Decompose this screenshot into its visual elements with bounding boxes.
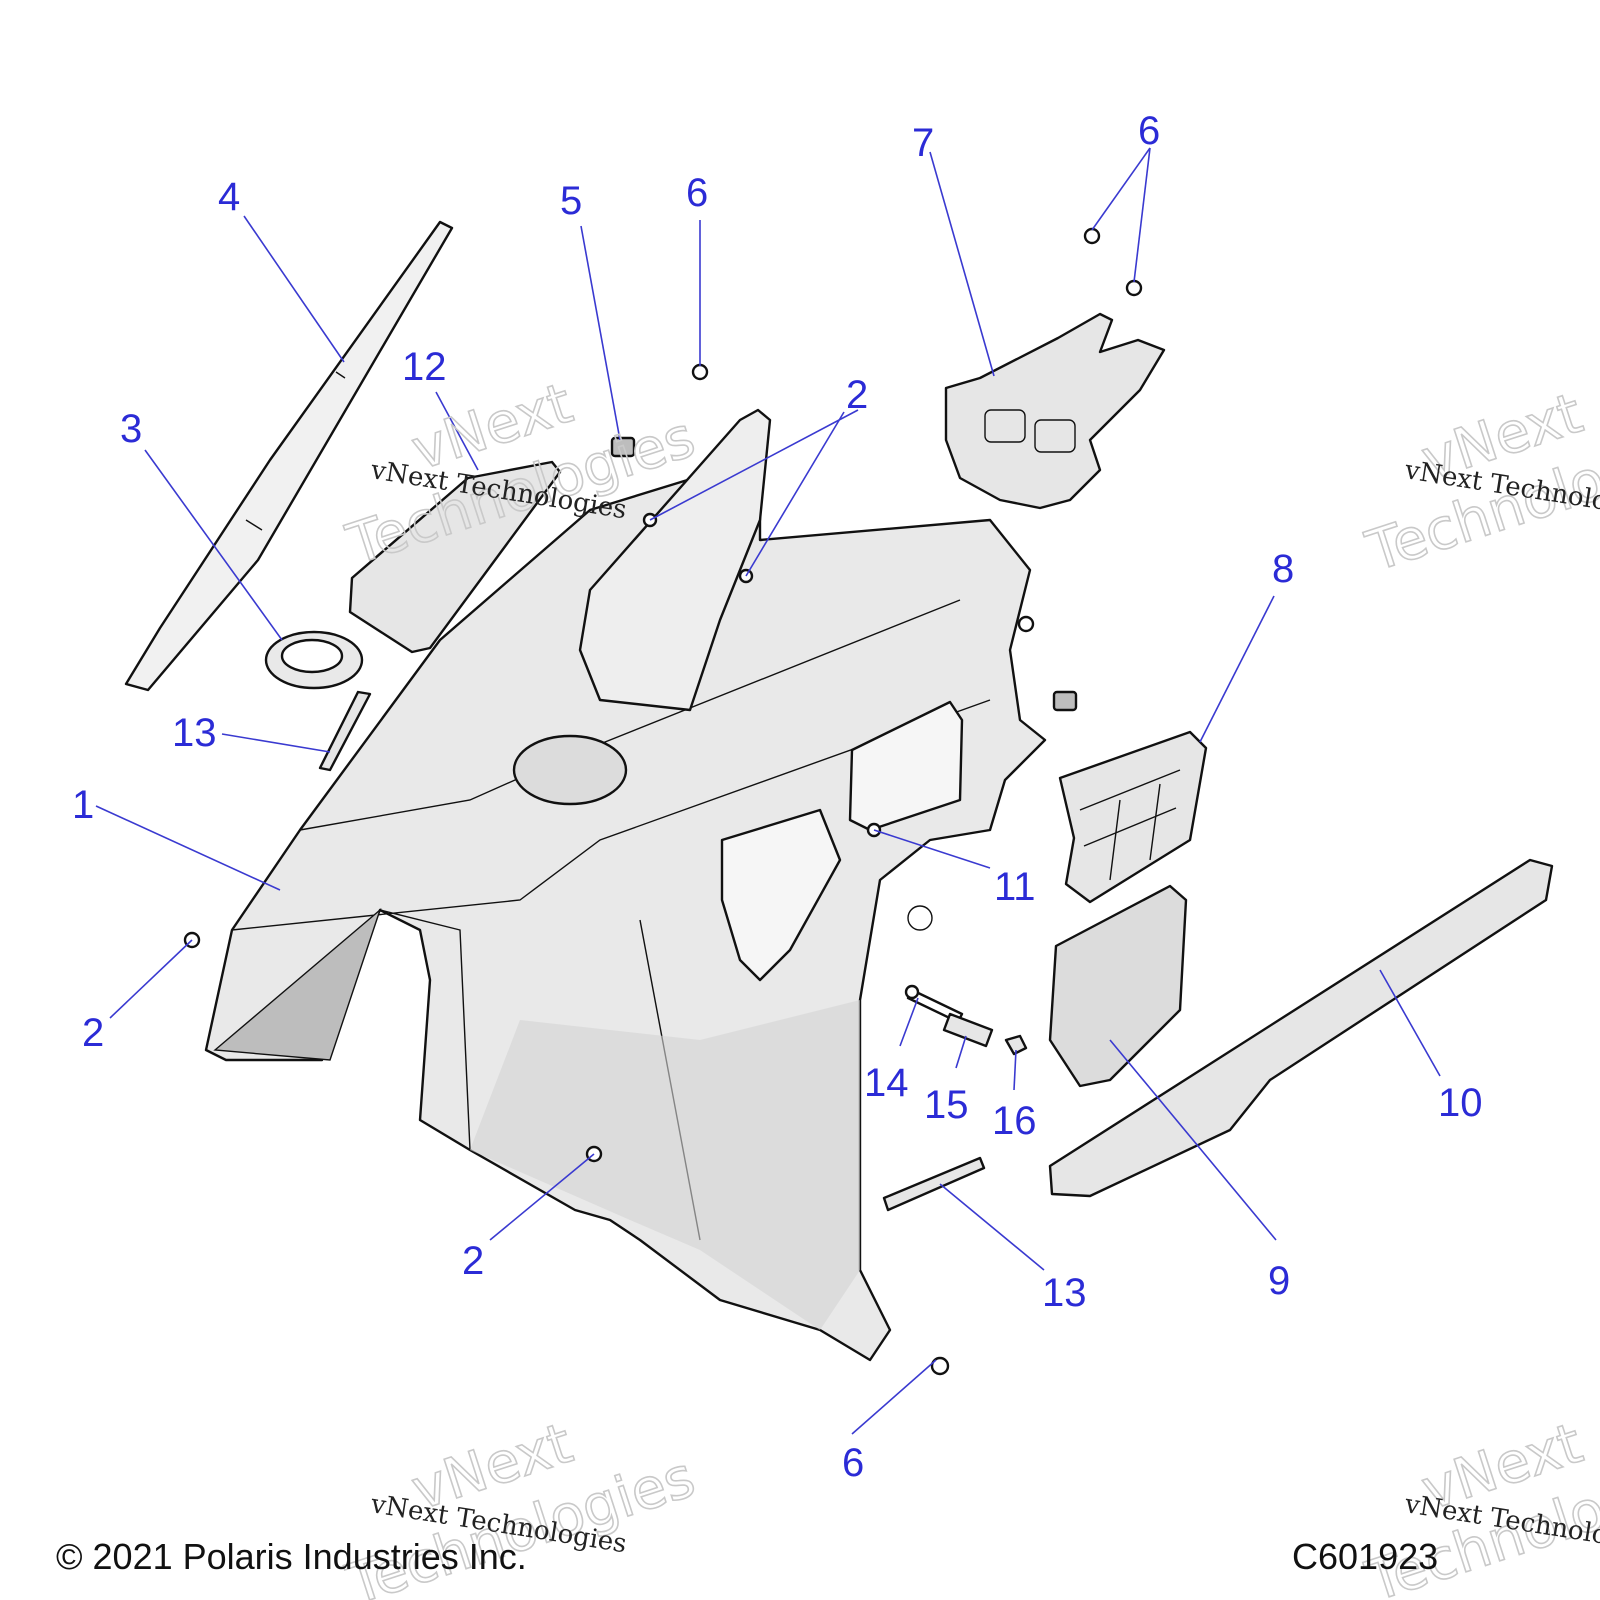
- part-ring: [264, 630, 364, 690]
- callout-7: 7: [912, 121, 934, 165]
- callout-6: 6: [686, 171, 708, 215]
- callout-6: 6: [842, 1441, 864, 1485]
- callout-16: 16: [992, 1099, 1037, 1143]
- part-rod-lower: [882, 1156, 986, 1212]
- callout-5: 5: [560, 179, 582, 223]
- diagram-code: C601923: [1292, 1536, 1439, 1577]
- part-drawings: [124, 220, 1554, 1376]
- leader-lines: [95, 147, 1441, 1435]
- callout-8: 8: [1272, 547, 1294, 591]
- callout-13: 13: [172, 711, 217, 755]
- part-rod-upper: [318, 690, 372, 772]
- callout-1: 1: [72, 783, 94, 827]
- part-vent-duct: [1048, 884, 1188, 1088]
- part-pad: [348, 460, 562, 654]
- part-sill-plate: [1048, 858, 1554, 1198]
- callout-11: 11: [994, 865, 1036, 909]
- callout-2: 2: [82, 1011, 104, 1055]
- callout-labels: 1 2 2 2 2 3 4 5 6 6 6 6 7 8 9 10 11 12 1…: [72, 109, 1483, 1485]
- callout-10: 10: [1438, 1081, 1483, 1125]
- callout-15: 15: [924, 1083, 969, 1127]
- part-grille: [1058, 730, 1208, 904]
- part-nut: [1004, 1034, 1028, 1056]
- callout-4: 4: [218, 175, 240, 219]
- callout-9: 9: [1268, 1259, 1290, 1303]
- callout-2: 2: [462, 1239, 484, 1283]
- callout-3: 3: [120, 407, 142, 451]
- callout-14: 14: [864, 1061, 909, 1105]
- callout-6: 6: [1138, 109, 1160, 153]
- part-trim-strip: [124, 220, 454, 692]
- copyright-text: © 2021 Polaris Industries Inc.: [56, 1536, 527, 1577]
- callout-12: 12: [402, 345, 447, 389]
- callout-13: 13: [1042, 1271, 1087, 1315]
- callout-2: 2: [846, 373, 868, 417]
- part-spacer: [942, 1012, 994, 1048]
- part-bracket: [944, 312, 1166, 510]
